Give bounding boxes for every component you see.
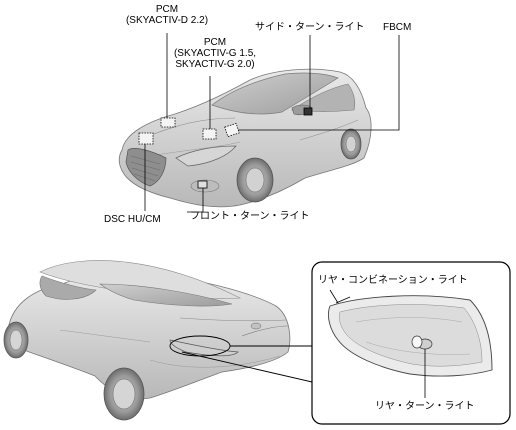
rear-car-illustration	[3, 260, 291, 421]
front-car-side-window	[291, 83, 356, 112]
rear-combination-light-detail	[327, 289, 493, 398]
rear-car-tail-light	[169, 339, 239, 357]
side-turn-light-marker	[303, 107, 313, 116]
pcm-skyactiv-g-label: PCM (SKYACTIV-G 1.5, SKYACTIV-G 2.0)	[160, 37, 270, 70]
side-turn-light-label: サイド・ターン・ライト	[255, 22, 365, 33]
pcm-d-marker	[160, 117, 176, 128]
pcm-g-marker	[202, 128, 217, 140]
front-turn-light-label: フロント・ターン・ライト	[190, 211, 310, 222]
dsc-hu-cm-label: DSC HU/CM	[104, 214, 161, 225]
fbcm-marker	[224, 122, 240, 138]
front-car-headlight	[175, 145, 237, 167]
pcm-g-label-line2: (SKYACTIV-G 1.5,	[173, 48, 257, 59]
front-car-windshield	[211, 72, 339, 115]
component-markers	[138, 107, 313, 189]
pcm-d-label-line2: (SKYACTIV-D 2.2)	[125, 15, 209, 26]
dsc-hu-cm-marker	[138, 132, 154, 145]
front-car-grille	[125, 148, 167, 187]
rear-turn-light-label: リヤ・ターン・ライト	[375, 401, 475, 412]
front-turn-light-marker	[197, 180, 208, 189]
pcm-skyactiv-d-label: PCM (SKYACTIV-D 2.2)	[112, 4, 222, 26]
detail-callout-lines	[169, 335, 313, 383]
rear-car-rear-window	[99, 283, 233, 307]
pcm-d-label-line1: PCM	[155, 4, 179, 15]
pcm-g-label-line3: SKYACTIV-G 2.0)	[175, 59, 255, 70]
front-car-illustration	[118, 68, 372, 208]
rear-combination-light-label: リヤ・コンビネーション・ライト	[318, 275, 468, 286]
pcm-g-label-line1: PCM	[203, 37, 227, 48]
leader-lines	[144, 33, 400, 213]
fbcm-label: FBCM	[383, 22, 412, 33]
rear-car-side-window	[39, 275, 97, 300]
